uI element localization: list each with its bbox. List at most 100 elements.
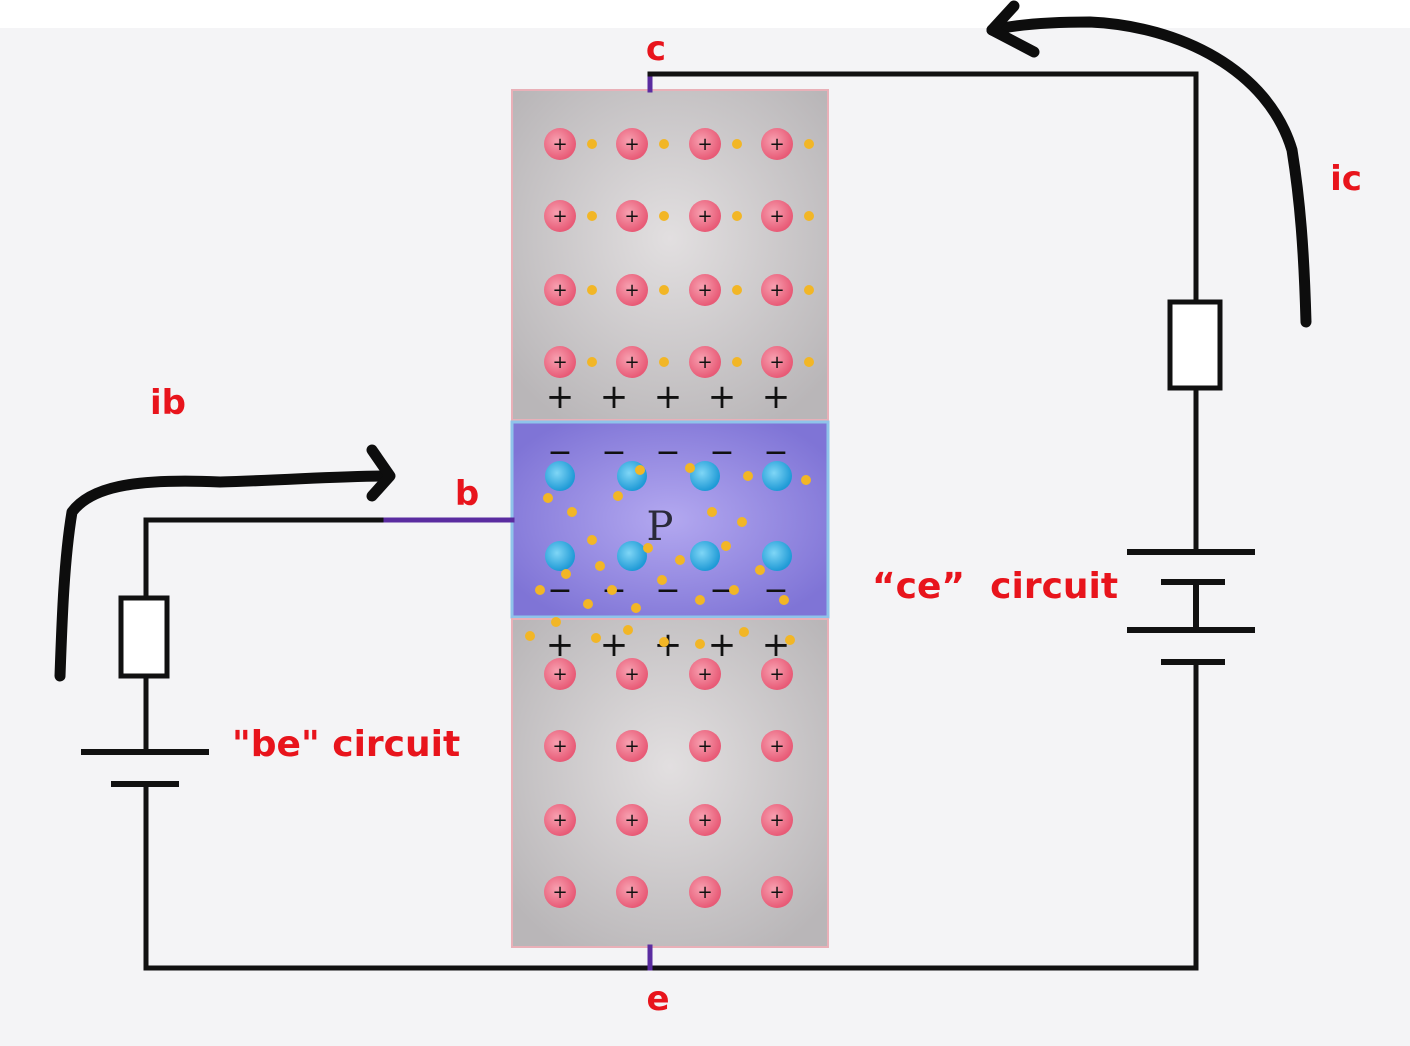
positive-ion bbox=[544, 804, 576, 836]
be-resistor bbox=[118, 595, 170, 679]
ce-resistor bbox=[1167, 299, 1223, 391]
positive-ion bbox=[761, 128, 793, 160]
ion-plus-sign: + bbox=[552, 810, 567, 831]
ion-plus-sign: + bbox=[552, 736, 567, 757]
electron bbox=[607, 585, 617, 595]
electron bbox=[804, 357, 814, 367]
ion-plus-sign: + bbox=[769, 810, 784, 831]
electron bbox=[657, 575, 667, 585]
be-battery bbox=[81, 749, 209, 787]
electron bbox=[785, 635, 795, 645]
positive-ion bbox=[544, 346, 576, 378]
electron bbox=[591, 633, 601, 643]
ion-plus-sign: + bbox=[769, 206, 784, 227]
electron bbox=[685, 463, 695, 473]
ion-plus-sign: + bbox=[697, 206, 712, 227]
ion-plus-sign: + bbox=[552, 352, 567, 373]
ion-plus-sign: + bbox=[624, 810, 639, 831]
ion-plus-sign: + bbox=[552, 280, 567, 301]
ion-plus-sign: + bbox=[769, 736, 784, 757]
positive-ion bbox=[616, 876, 648, 908]
electron bbox=[659, 357, 669, 367]
electron bbox=[587, 285, 597, 295]
electron bbox=[583, 599, 593, 609]
positive-ion bbox=[689, 730, 721, 762]
collector-current-label: ic bbox=[1330, 159, 1362, 199]
positive-ion bbox=[689, 200, 721, 232]
depletion-plus-sign: + bbox=[546, 625, 575, 665]
base-wire bbox=[143, 517, 389, 601]
electron bbox=[743, 471, 753, 481]
electron bbox=[535, 585, 545, 595]
negative-ion bbox=[545, 461, 575, 491]
circuit-wires bbox=[143, 71, 1199, 971]
ce-battery bbox=[1127, 549, 1255, 665]
ion-plus-sign: + bbox=[697, 736, 712, 757]
base-current-label: ib bbox=[150, 383, 186, 423]
electron bbox=[695, 595, 705, 605]
electron bbox=[755, 565, 765, 575]
positive-ion bbox=[689, 128, 721, 160]
positive-ion bbox=[544, 128, 576, 160]
ion-plus-sign: + bbox=[697, 664, 712, 685]
electron bbox=[732, 285, 742, 295]
depletion-minus-sign: − bbox=[655, 435, 680, 470]
ion-plus-sign: + bbox=[624, 736, 639, 757]
emitter-terminal-label: e bbox=[646, 979, 669, 1019]
positive-ion bbox=[761, 200, 793, 232]
electron bbox=[707, 507, 717, 517]
top-margin bbox=[0, 0, 1410, 28]
electron bbox=[721, 541, 731, 551]
electron bbox=[659, 139, 669, 149]
positive-ion bbox=[616, 200, 648, 232]
negative-ion bbox=[617, 541, 647, 571]
positive-ion bbox=[616, 128, 648, 160]
base-p-region bbox=[510, 420, 830, 619]
electron bbox=[659, 285, 669, 295]
electron bbox=[643, 543, 653, 553]
positive-ion bbox=[544, 658, 576, 690]
depletion-plus-sign: + bbox=[762, 377, 791, 417]
electron bbox=[551, 617, 561, 627]
electron bbox=[587, 211, 597, 221]
ion-plus-sign: + bbox=[624, 206, 639, 227]
electron bbox=[525, 631, 535, 641]
ion-plus-sign: + bbox=[697, 352, 712, 373]
positive-ion bbox=[761, 346, 793, 378]
ion-plus-sign: + bbox=[769, 134, 784, 155]
depletion-plus-sign: + bbox=[654, 377, 683, 417]
ion-plus-sign: + bbox=[769, 664, 784, 685]
positive-ion bbox=[544, 274, 576, 306]
positive-ion bbox=[689, 876, 721, 908]
depletion-plus-sign: + bbox=[708, 377, 737, 417]
positive-ion bbox=[544, 876, 576, 908]
electron bbox=[631, 603, 641, 613]
electron bbox=[587, 357, 597, 367]
depletion-minus-sign: − bbox=[547, 573, 572, 608]
collector-terminal-label: c bbox=[646, 29, 666, 69]
electron bbox=[659, 211, 669, 221]
base-terminal-label: b bbox=[455, 474, 479, 514]
base-current-arrow bbox=[54, 444, 396, 682]
collector-wire bbox=[647, 71, 1199, 305]
positive-ion bbox=[544, 730, 576, 762]
electron bbox=[613, 491, 623, 501]
positive-ion bbox=[761, 658, 793, 690]
electron bbox=[737, 517, 747, 527]
ion-plus-sign: + bbox=[624, 280, 639, 301]
electron bbox=[587, 139, 597, 149]
ion-plus-sign: + bbox=[697, 134, 712, 155]
negative-ion bbox=[617, 461, 647, 491]
ion-plus-sign: + bbox=[624, 352, 639, 373]
positive-ion bbox=[616, 658, 648, 690]
ion-plus-sign: + bbox=[697, 882, 712, 903]
ion-plus-sign: + bbox=[552, 206, 567, 227]
electron bbox=[695, 639, 705, 649]
positive-ion bbox=[616, 274, 648, 306]
ion-plus-sign: + bbox=[769, 882, 784, 903]
negative-ion bbox=[690, 541, 720, 571]
depletion-minus-sign: − bbox=[601, 435, 626, 470]
negative-ion bbox=[690, 461, 720, 491]
ion-plus-sign: + bbox=[552, 664, 567, 685]
